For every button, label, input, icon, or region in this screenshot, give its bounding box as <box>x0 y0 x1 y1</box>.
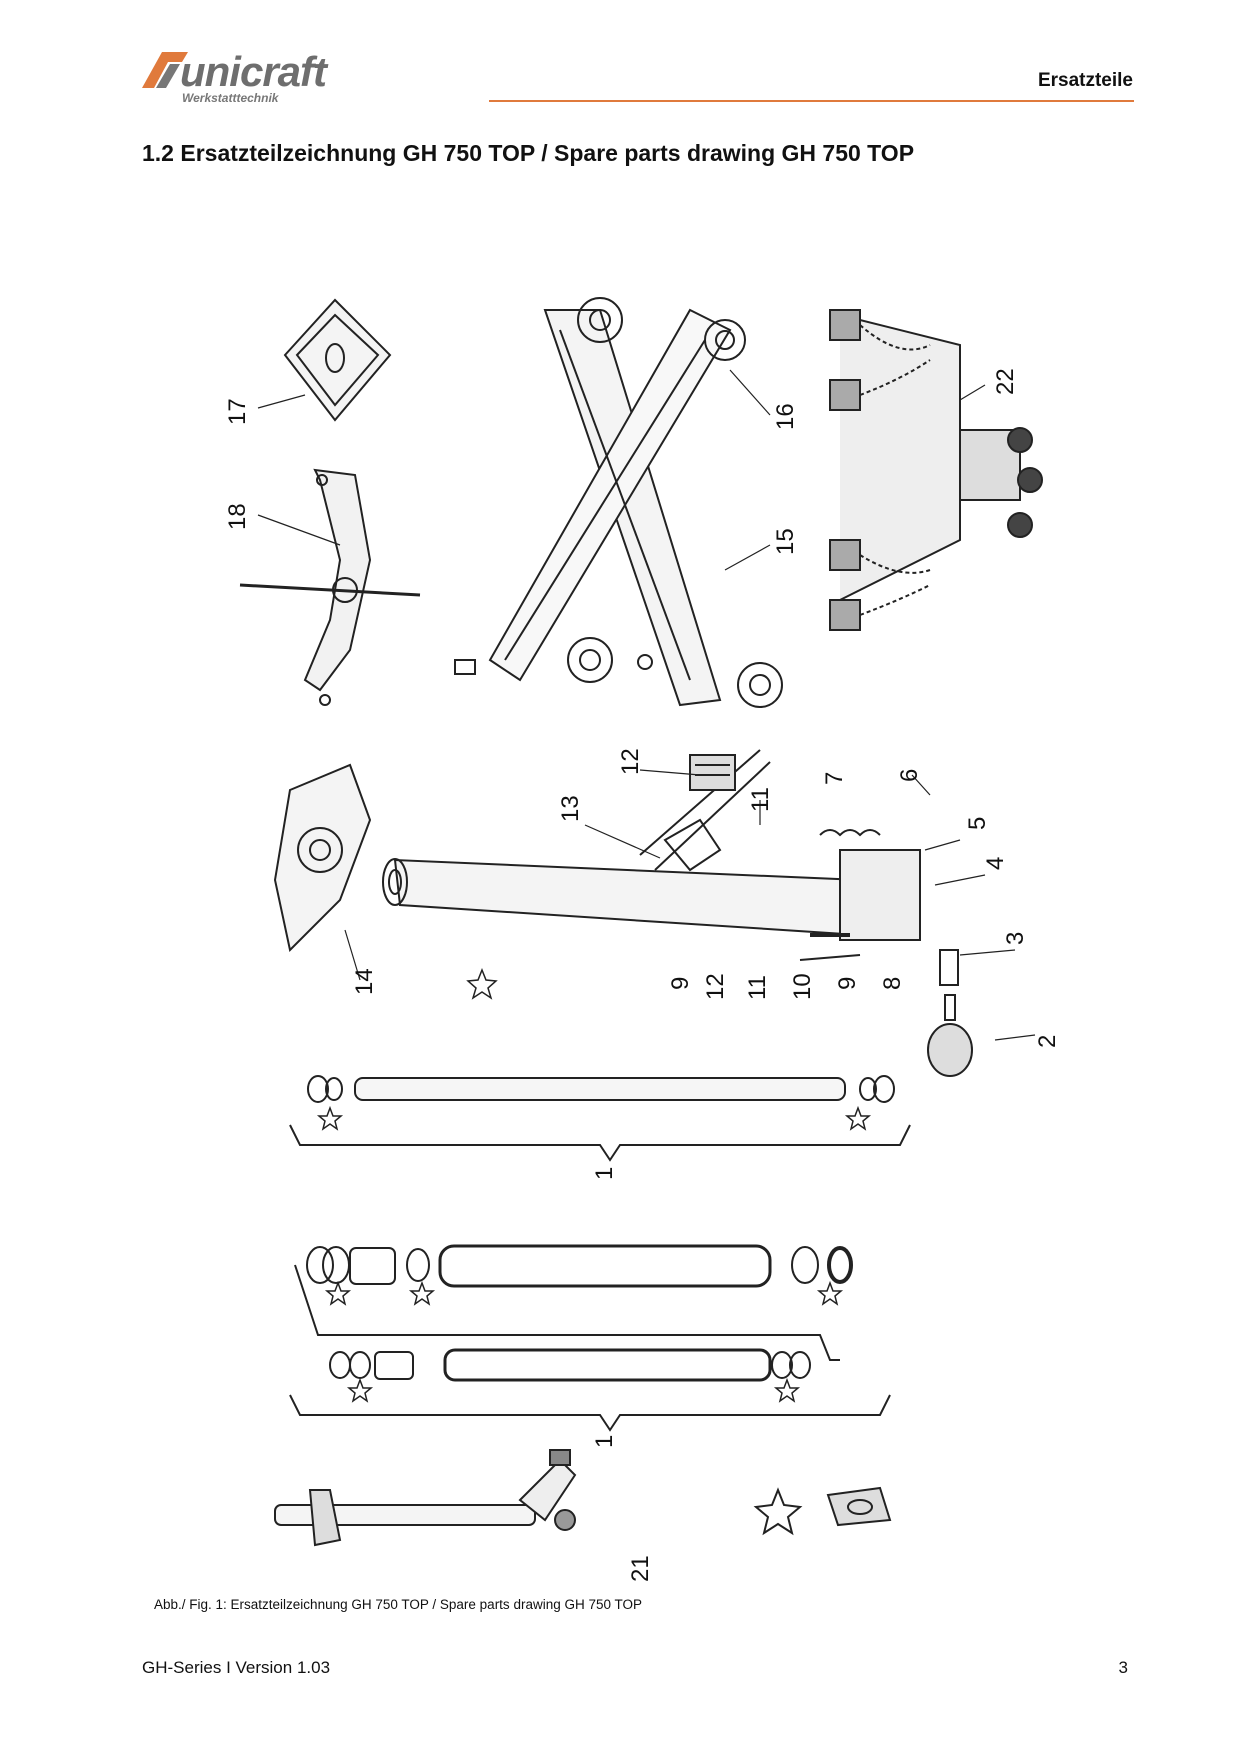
part-label-17: 15 <box>772 528 799 555</box>
part-label-2: 2 <box>1034 1035 1061 1048</box>
part-17-x-frame <box>454 297 783 708</box>
part-label-5: 5 <box>964 817 991 830</box>
part-label-18: 16 <box>772 403 799 430</box>
star-marker-legend <box>753 1486 892 1536</box>
part-14-pedal <box>689 754 736 791</box>
part-16-base-plate <box>273 763 372 953</box>
main-cylinder-body <box>382 749 973 1077</box>
part-21-assembly <box>274 1449 577 1547</box>
part-1-seal-kit <box>289 1244 891 1432</box>
header-rule <box>489 100 1134 102</box>
header-section-label: Ersatzteile <box>1037 70 1133 91</box>
part-label-6: 6 <box>896 769 923 782</box>
part-label-1-lower: 1 <box>591 1435 618 1448</box>
part-label-3: 3 <box>1002 932 1029 945</box>
logo-mark-icon <box>142 52 188 88</box>
part-label-21: 21 <box>627 1555 654 1582</box>
part-label-13: 11 <box>747 787 774 812</box>
leader-lines <box>257 369 1036 1041</box>
part-label-12: 12 <box>702 973 729 1000</box>
part-label-10: 10 <box>789 973 816 1000</box>
part-22-chain-bracket <box>829 309 1043 631</box>
part-label-9a: 9 <box>667 977 694 990</box>
part-label-15: 13 <box>557 795 584 822</box>
part-20-arm-plate <box>239 468 421 706</box>
logo-subtitle: Werkstatttechnik <box>182 91 279 105</box>
part-label-22: 22 <box>992 368 1019 395</box>
part-label-14: 12 <box>617 748 644 775</box>
part-1-piston-rod-upper <box>289 1075 911 1162</box>
star-markers <box>316 967 872 1403</box>
logo-wordmark: unicraft <box>180 48 327 95</box>
part-label-4: 4 <box>982 857 1009 870</box>
part-label-11: 11 <box>744 975 771 1000</box>
footer-version: GH-Series I Version 1.03 <box>142 1658 331 1677</box>
unicraft-logo: unicraft Werkstatttechnik <box>142 48 382 108</box>
part-label-8: 8 <box>879 977 906 990</box>
part-label-19: 17 <box>224 398 251 425</box>
part-label-7: 7 <box>821 772 848 785</box>
figure-caption: Abb./ Fig. 1: Ersatzteilzeichnung GH 750… <box>154 1597 643 1612</box>
part-label-16: 14 <box>351 968 378 995</box>
part-label-20: 18 <box>224 503 251 530</box>
part-19-pad <box>283 298 392 422</box>
footer-page-number: 3 <box>1118 1658 1128 1677</box>
part-label-9b: 9 <box>834 977 861 990</box>
part-label-1-upper: 1 <box>591 1167 618 1180</box>
page-title: 1.2 Ersatzteilzeichnung GH 750 TOP / Spa… <box>142 140 915 166</box>
